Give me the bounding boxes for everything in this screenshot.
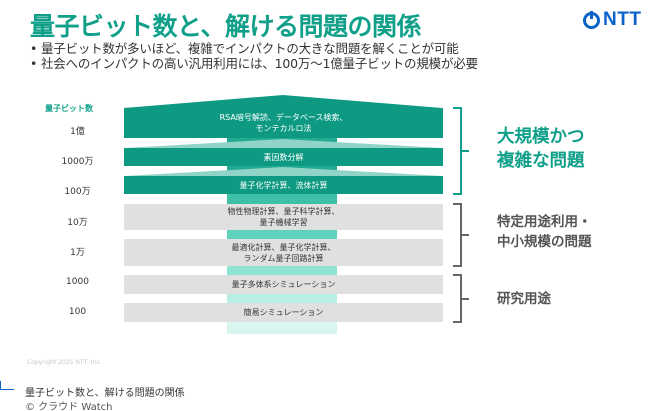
bracket-nub	[461, 297, 469, 300]
bracket-nub	[461, 150, 469, 152]
group-bracket	[453, 274, 469, 323]
pyramid-connector	[227, 266, 337, 275]
tick-label: 100	[68, 307, 87, 317]
tick-label: 1万	[70, 248, 85, 258]
group-bracket	[453, 203, 469, 267]
problem-box: 量子多体系シミュレーション	[124, 275, 443, 294]
problem-box: 簡易シミュレーション	[124, 303, 443, 322]
pyramid-connector	[227, 230, 337, 239]
caption-marker	[0, 381, 14, 390]
problem-box: 最適化計算、量子化学計算、 ランダム量子回路計算	[124, 239, 443, 266]
group-label-line: 研究用途	[497, 291, 551, 307]
problem-box-line: 簡易シミュレーション	[243, 308, 324, 317]
tick-label: 10万	[67, 218, 88, 228]
bullet-item: • 社会へのインパクトの高い汎用利用には、100万〜1億量子ビットの規模が必要	[30, 56, 478, 71]
problem-box-line: 量子機械学習	[259, 218, 308, 227]
pyramid-connector	[227, 194, 337, 204]
group-label-large-complex: 大規模かつ 複雑な問題	[497, 125, 585, 173]
group-label-research: 研究用途	[497, 290, 551, 308]
group-label-line: 中小規模の問題	[497, 234, 592, 250]
problem-box-line: 物性物理計算、量子科学計算、	[227, 207, 340, 216]
slide: 量子ビット数と、解ける問題の関係 NTT • 量子ビット数が多いほど、複雑でイン…	[27, 9, 641, 366]
problem-box: 物性物理計算、量子科学計算、 量子機械学習	[124, 204, 443, 230]
problem-box-line: 量子化学計算、流体計算	[239, 180, 328, 190]
slide-title: 量子ビット数と、解ける問題の関係	[30, 12, 422, 41]
problem-box-line: 量子多体系シミュレーション	[231, 280, 336, 289]
axis-title: 量子ビット数	[45, 104, 93, 113]
group-label-line: 大規模かつ	[497, 127, 585, 147]
image-credit: © クラウド Watch	[25, 402, 113, 411]
problem-box: RSA暗号解読、データベース検索、 モンテカルロ法	[124, 108, 443, 138]
problem-box-line: ランダム量子回路計算	[243, 253, 324, 263]
tick-label: 1億	[70, 127, 85, 137]
bullet-item: • 量子ビット数が多いほど、複雑でインパクトの大きな問題を解くことが可能	[30, 41, 459, 56]
image-caption: 量子ビット数と、解ける問題の関係	[25, 388, 185, 399]
pyramid-roof	[124, 139, 442, 148]
slide-copyright: Copyright 2025 NTT, Inc.	[27, 359, 102, 366]
pyramid-roof	[124, 167, 442, 176]
ntt-logo-text: NTT	[603, 9, 642, 30]
group-label-specific-use: 特定用途利用・ 中小規模の問題	[497, 212, 592, 252]
problem-box: 量子化学計算、流体計算	[124, 176, 443, 194]
bullet-list: • 量子ビット数が多いほど、複雑でインパクトの大きな問題を解くことが可能 • 社…	[30, 41, 478, 71]
bracket-nub	[461, 234, 469, 236]
ntt-logo: NTT	[583, 9, 641, 31]
tick-label: 1000	[66, 277, 89, 287]
problem-box: 素因数分解	[124, 148, 443, 166]
tick-label: 100万	[64, 187, 91, 197]
problem-box-line: RSA暗号解読、データベース検索、	[219, 113, 348, 122]
problem-box-line: 最適化計算、量子化学計算、	[231, 242, 336, 252]
pyramid-roof	[124, 95, 442, 108]
problem-box-line: モンテカルロ法	[255, 124, 312, 133]
pyramid-connector	[227, 322, 337, 334]
group-label-line: 特定用途利用・	[497, 214, 592, 230]
group-label-line: 複雑な問題	[497, 151, 585, 171]
group-bracket	[453, 107, 469, 195]
problem-box-line: 素因数分解	[263, 152, 304, 162]
ntt-logo-icon	[583, 10, 600, 29]
tick-label: 1000万	[61, 157, 94, 167]
pyramid-connector	[227, 294, 337, 303]
